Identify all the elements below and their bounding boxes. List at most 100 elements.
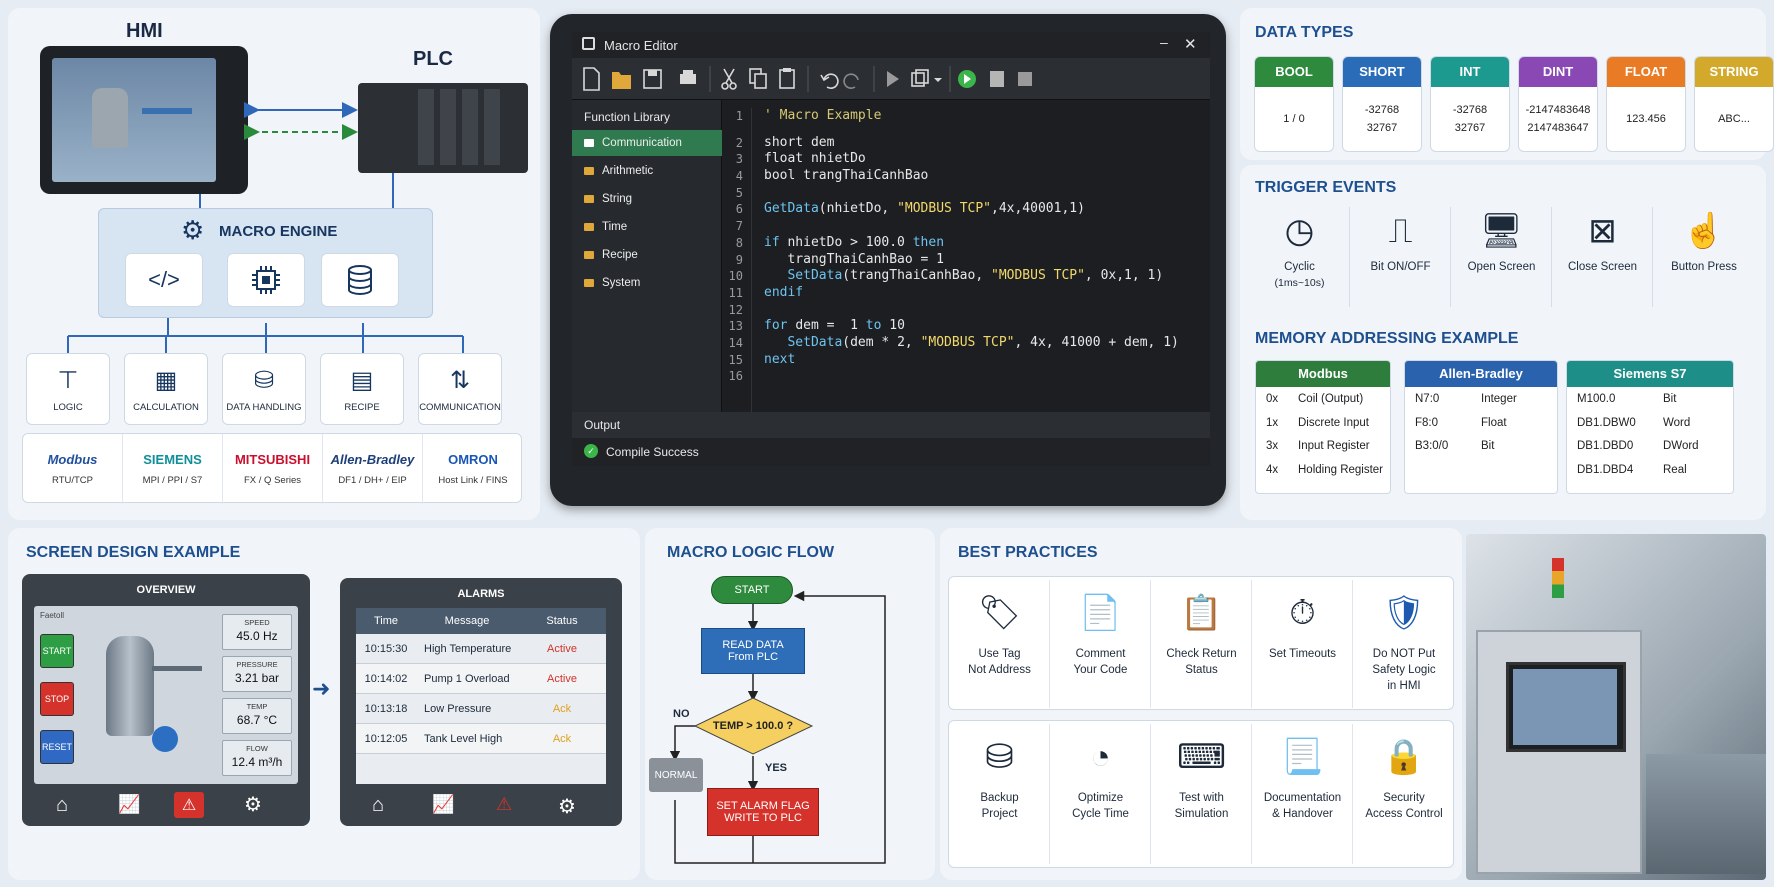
memory-description: Discrete Input [1298, 416, 1369, 429]
library-item-recipe[interactable]: Recipe [572, 242, 722, 268]
memory-table-header: Modbus [1256, 361, 1390, 387]
vendor-logo: SIEMENS [143, 452, 202, 467]
hmi-cabinet-photo [1466, 534, 1766, 880]
code-line[interactable]: trangThaiCanhBao = 1 [764, 252, 1179, 269]
settings-icon[interactable]: ⚙ [558, 796, 576, 818]
memory-table-header: Siemens S7 [1567, 361, 1733, 387]
library-item-time[interactable]: Time [572, 214, 722, 240]
line-number: 6 [735, 202, 743, 217]
code-line[interactable]: if nhietDo > 100.0 then [764, 235, 1179, 252]
documentation-icon: 📃 [1281, 738, 1324, 776]
vendor-protocol: RTU/TCP [52, 475, 93, 486]
run-icon[interactable] [887, 71, 899, 87]
library-item-arithmetic[interactable]: Arithmetic [572, 158, 722, 184]
code-line[interactable]: float nhietDo [764, 151, 1179, 168]
screen-design-title: SCREEN DESIGN EXAMPLE [26, 544, 241, 561]
debug-icon[interactable] [990, 71, 1004, 87]
save-icon[interactable] [643, 69, 662, 89]
flow-normal: NORMAL [649, 758, 703, 792]
range-max: 2147483647 [1527, 122, 1589, 134]
hmi-architecture-panel: HMI PLC ⚙ MACRO ENGINE </> [8, 8, 540, 520]
code-line[interactable] [764, 368, 1179, 385]
line-number: 12 [728, 302, 743, 317]
folder-icon [584, 279, 594, 287]
code-line[interactable]: short dem [764, 135, 1179, 152]
dropdown-icon[interactable] [934, 78, 942, 82]
code-line[interactable]: GetData(nhietDo, "MODBUS TCP",4x,40001,1… [764, 201, 1179, 218]
print-icon[interactable] [680, 70, 696, 84]
minimize-button[interactable]: – [1160, 34, 1168, 50]
code-token: GetData [764, 201, 819, 217]
trigger-events-title: TRIGGER EVENTS [1255, 179, 1397, 196]
stop-button[interactable]: STOP [40, 682, 74, 716]
output-panel: Output ✓ Compile Success [572, 412, 1210, 466]
data-type-name: SHORT [1343, 57, 1421, 87]
code-line[interactable]: ' Macro Example [764, 108, 1179, 125]
library-item-system[interactable]: System [572, 270, 722, 296]
trend-icon[interactable]: 📈 [432, 794, 455, 814]
range-min: -2147483648 [1525, 104, 1591, 116]
reading-value: 12.4 m³/h [231, 755, 283, 769]
output-message: Compile Success [606, 445, 699, 459]
reset-button[interactable]: RESET [40, 730, 74, 764]
close-button[interactable]: ✕ [1184, 36, 1197, 53]
undo-icon[interactable] [820, 73, 839, 89]
code-line[interactable]: for dem = 1 to 10 [764, 318, 1179, 335]
new-file-icon[interactable] [583, 67, 600, 91]
code-line[interactable] [764, 302, 1179, 319]
alarm-line1: SET ALARM FLAG [716, 800, 810, 812]
data-type-range: 123.456 [1607, 87, 1685, 151]
code-line[interactable]: SetData(dem * 2, "MODBUS TCP", 4x, 41000… [764, 335, 1178, 352]
best-row-1 [948, 576, 1454, 710]
home-icon[interactable]: ⌂ [56, 794, 69, 816]
copy-icon[interactable] [749, 68, 767, 89]
code-line[interactable]: bool trangThaiCanhBao [764, 168, 1179, 185]
label-line: Check Return [1166, 648, 1237, 660]
code-line[interactable]: next [764, 352, 1179, 369]
best-row-2 [948, 720, 1454, 868]
lock-icon: 🔒 [1382, 738, 1426, 776]
library-item-string[interactable]: String [572, 186, 722, 212]
code-line[interactable] [764, 185, 1179, 202]
compile-run-icon[interactable] [958, 70, 976, 88]
library-item-communication[interactable]: Communication [572, 130, 722, 156]
success-icon: ✓ [584, 444, 598, 458]
settings-icon[interactable]: ⚙ [244, 794, 262, 816]
alarm-message: Pump 1 Overload [424, 673, 510, 685]
code-token: "MODBUS TCP" [991, 268, 1085, 284]
paste-icon[interactable] [779, 68, 795, 89]
cut-icon[interactable] [721, 68, 737, 90]
code-line[interactable]: SetData(trangThaiCanhBao, "MODBUS TCP", … [764, 268, 1179, 285]
data-type-name: DINT [1519, 57, 1597, 87]
alarms-nav: ⌂ 📈 ⚠ ⚙ [340, 790, 622, 824]
macro-engine-title: MACRO ENGINE [219, 223, 338, 240]
alarm-icon[interactable]: ⚠ [496, 794, 513, 814]
trigger-label: Close Screen [1567, 261, 1638, 273]
reading-label: PRESSURE [236, 660, 278, 669]
home-icon[interactable]: ⌂ [372, 794, 385, 816]
function-calculation: ▦CALCULATION [124, 353, 208, 425]
stop-icon[interactable] [1018, 72, 1032, 86]
open-folder-icon[interactable] [612, 72, 631, 89]
code-line[interactable]: endif [764, 285, 1179, 302]
redo-icon[interactable] [843, 73, 859, 89]
line-number: 9 [735, 252, 743, 267]
start-button[interactable]: START [40, 634, 74, 668]
window-copy-icon[interactable] [911, 69, 929, 87]
flow-alarm: SET ALARM FLAG WRITE TO PLC [707, 788, 819, 836]
memory-description: Bit [1663, 393, 1677, 405]
clock-icon: ◷ [1284, 212, 1315, 250]
label-line: Project [981, 808, 1018, 820]
trend-icon[interactable]: 📈 [118, 794, 141, 814]
library-item-label: Recipe [602, 249, 638, 261]
code-line[interactable] [764, 218, 1179, 235]
alarm-icon[interactable]: ⚠ [174, 792, 204, 818]
